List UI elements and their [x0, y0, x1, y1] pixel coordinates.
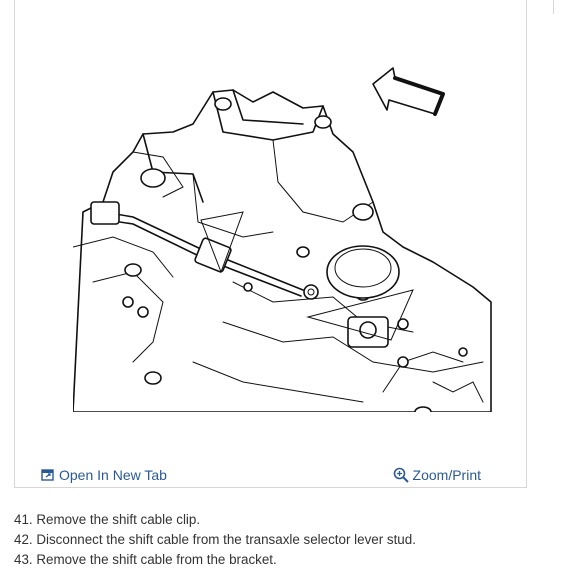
magnifier-zoom-icon [393, 467, 409, 483]
instruction-steps: 41. Remove the shift cable clip. 42. Dis… [14, 510, 416, 570]
callout-markers [200, 211, 414, 341]
zoom-print-link[interactable]: Zoom/Print [393, 467, 481, 483]
open-in-new-tab-link[interactable]: Open In New Tab [41, 467, 167, 483]
open-in-new-tab-icon [41, 469, 54, 481]
direction-arrow-icon [372, 67, 445, 116]
instruction-step: 42. Disconnect the shift cable from the … [14, 532, 416, 547]
transaxle-housing [73, 89, 492, 412]
instruction-step: 43. Remove the shift cable from the brac… [14, 552, 277, 567]
page-divider [553, 0, 554, 14]
open-in-new-tab-label: Open In New Tab [59, 467, 167, 483]
instruction-step: 41. Remove the shift cable clip. [14, 512, 201, 527]
shift-cable [90, 201, 319, 300]
diagram-panel: Open In New Tab Zoom/Print [14, 0, 527, 488]
transaxle-selector-lever [326, 245, 409, 348]
zoom-print-label: Zoom/Print [412, 467, 481, 483]
transaxle-shift-cable-diagram [73, 67, 492, 412]
bolts [122, 282, 468, 368]
